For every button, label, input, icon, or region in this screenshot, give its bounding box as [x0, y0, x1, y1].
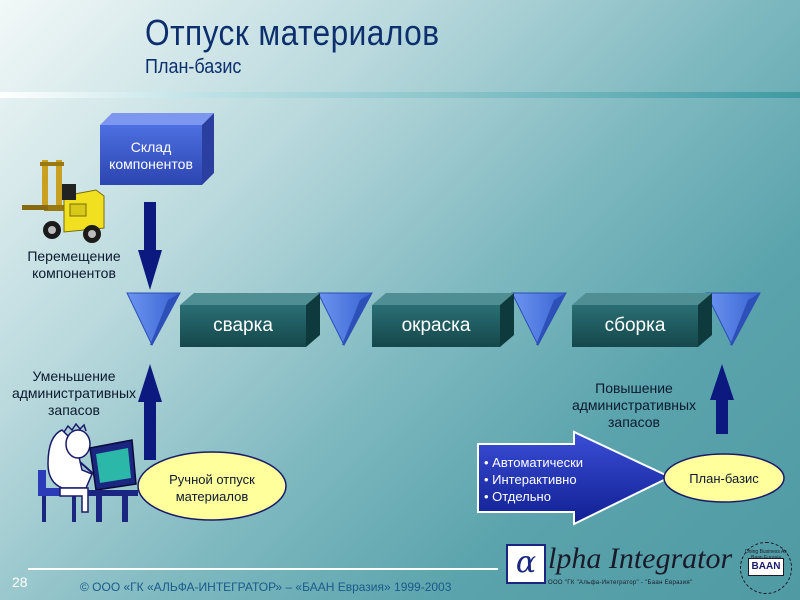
forklift-icon	[22, 160, 105, 243]
page-subtitle: План-базис	[145, 56, 242, 78]
bullet-automatic: • Автоматически	[484, 455, 584, 470]
warehouse-box	[100, 113, 214, 185]
movement-label: Перемещение компонентов	[14, 248, 134, 282]
process-box-painting	[372, 293, 514, 347]
copyright-text: © ООО «ГК «АЛЬФА-ИНТЕГРАТОР» – «БААН Евр…	[80, 580, 452, 594]
movement-label-line2: компонентов	[32, 265, 116, 281]
movement-label-line1: Перемещение	[27, 248, 121, 264]
baan-badge: BAAN	[748, 558, 784, 576]
process-box-welding	[180, 293, 320, 347]
increase-label-line1: Повышение	[595, 380, 673, 396]
plan-basis-label: План-базис	[689, 471, 759, 486]
process-label-welding: сварка	[213, 315, 273, 336]
process-label-assembly: сборка	[604, 315, 666, 336]
logo-tagline: ООО "ГК "Альфа-Интегратор" - "Баан Евраз…	[548, 580, 693, 586]
person-computer-icon	[38, 422, 138, 522]
page-title: Отпуск материалов	[145, 12, 440, 53]
increase-label-line3: запасов	[608, 414, 660, 430]
page-number: 28	[12, 574, 28, 590]
increase-label-line2: административных	[571, 397, 697, 413]
reduction-label-line1: Уменьшение	[32, 368, 116, 384]
manual-release-ellipse	[137, 451, 287, 521]
funnel-1	[126, 292, 181, 347]
header-divider	[0, 92, 800, 98]
funnel-3	[511, 292, 567, 347]
alpha-integrator-logo: α lpha Integrator ООО "ГК "Альфа-Интегра…	[506, 540, 796, 598]
reduction-label: Уменьшение административных запасов	[4, 368, 144, 419]
big-arrow-bullets: • Автоматически • Интерактивно • Отдельн…	[484, 454, 624, 505]
increase-label: Повышение административных запасов	[560, 380, 708, 431]
reduction-label-line3: запасов	[48, 402, 100, 418]
footer-divider	[28, 568, 498, 570]
manual-release-line2: материалов	[175, 489, 249, 504]
warehouse-label-line2: компонентов	[109, 156, 193, 172]
warehouse-label: Склад компонентов	[100, 139, 202, 173]
manual-release-line1: Ручной отпуск	[169, 472, 255, 487]
up-arrow-right	[710, 364, 734, 434]
process-label-painting: окраска	[401, 315, 471, 336]
manual-release-label: Ручной отпуск материалов	[146, 471, 278, 505]
up-arrow-left	[138, 364, 162, 460]
warehouse-label-line1: Склад	[130, 139, 172, 155]
bullet-separate: • Отдельно	[484, 489, 551, 504]
process-box-assembly	[572, 293, 712, 347]
logo-name: lpha Integrator	[548, 542, 733, 575]
funnel-2	[317, 292, 373, 347]
bullet-interactive: • Интерактивно	[484, 472, 577, 487]
down-arrow	[138, 202, 162, 290]
alpha-icon: α	[506, 544, 546, 584]
plan-basis-ellipse	[663, 453, 785, 503]
reduction-label-line2: административных	[11, 385, 137, 401]
funnel-4	[705, 292, 761, 347]
big-arrow	[477, 430, 673, 526]
